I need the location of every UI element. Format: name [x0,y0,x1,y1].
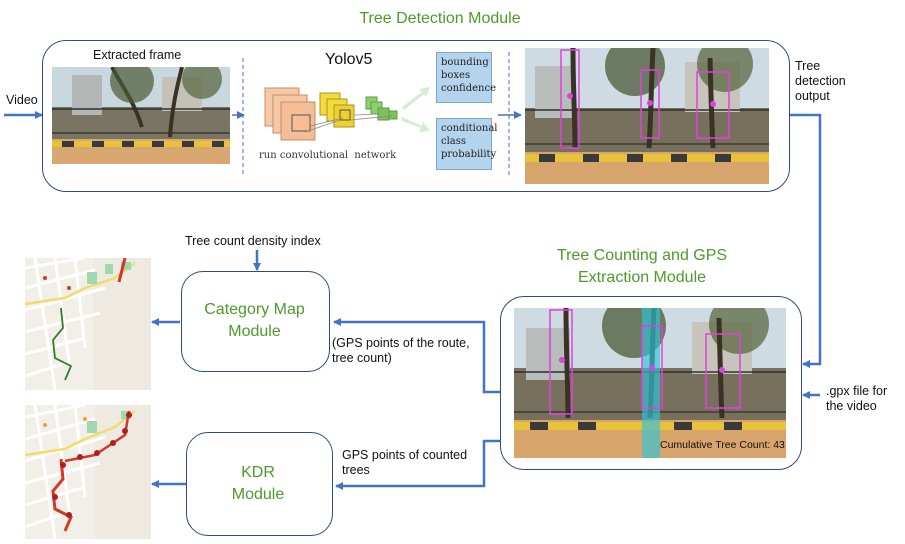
cumulative-tree-count: Cumulative Tree Count: 43 [660,439,785,451]
class-probability-output: conditional class probability [436,118,498,170]
kdr-module-title: KDR Module [231,464,285,503]
detection-output-label: Tree detection output [795,59,846,103]
detection-to-counting-arrow [790,113,822,368]
kdr-map-image [25,405,151,539]
counting-frame-image [514,308,786,458]
extracted-frame-label: Extracted frame [93,48,182,62]
counting-to-category-arrow [333,318,500,394]
extracted-frame-image [52,67,230,164]
bounding-box-output: bounding boxes confidence [436,52,496,103]
detection-output-image [525,48,769,184]
density-index-label: Tree count density index [185,234,321,248]
detection-module-title: Tree Detection Module [359,10,521,27]
kdr-module-box [186,432,333,536]
gpx-file-label: .gpx file for the video [826,384,888,413]
bounding-box-output-text: bounding boxes confidence [441,57,497,94]
category-input-label: (GPS points of the route, tree count) [332,336,470,365]
kdr-input-label: GPS points of counted trees [342,448,468,477]
category-map-module-box [181,271,330,372]
counting-to-kdr-arrow [335,439,500,490]
category-map-module-title: Category Map Module [204,301,305,340]
model-name-label: Yolov5 [325,51,373,68]
video-label: Video [6,93,38,107]
network-caption: run convolutional network [259,150,397,161]
counting-module-title: Tree Counting and GPS Extraction Module [556,247,728,286]
category-map-image [25,258,151,390]
class-probability-output-text: conditional class probability [441,123,498,160]
